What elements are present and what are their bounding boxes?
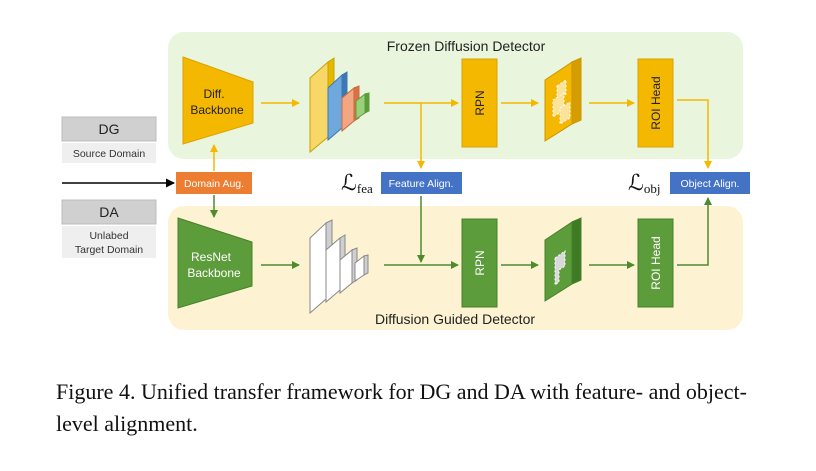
- bottom-roi-to-object-align: [677, 197, 712, 266]
- bottom-roi-head-label: ROI Head: [649, 236, 663, 289]
- resnet-backbone: [177, 217, 253, 309]
- object-loss-symbol: ℒobj: [628, 170, 660, 196]
- guided-detector-title: Diffusion Guided Detector: [375, 311, 535, 327]
- bottom-feature-pyramid: [309, 219, 369, 315]
- bottom-roi-head-box: [637, 218, 674, 308]
- bottom-rpn-box: [461, 218, 498, 308]
- da-label: DA: [99, 204, 119, 220]
- resnet-backbone-line1: ResNet: [191, 250, 232, 264]
- bottom-rpn-label: RPN: [473, 250, 487, 275]
- feature-align-label: Feature Align.: [389, 178, 454, 190]
- figure-caption: Figure 4. Unified transfer framework for…: [56, 379, 747, 436]
- top-roi-head-label: ROI Head: [649, 76, 663, 129]
- feature-align-box: [381, 172, 462, 194]
- domain-aug-label: Domain Aug.: [184, 178, 244, 190]
- diff-backbone-line1: Diff.: [203, 87, 224, 101]
- resnet-backbone-line2: Backbone: [187, 266, 241, 280]
- dg-label: DG: [99, 121, 120, 137]
- top-rpn-box: [461, 58, 498, 148]
- top-roi-to-object-align: [677, 99, 712, 169]
- dg-box: [61, 116, 157, 142]
- bottom-roi-feature-map: [544, 217, 582, 302]
- domain-aug-box: [176, 172, 252, 194]
- top-feature-pyramid: [309, 57, 370, 154]
- da-sublabel-line1: Unlabed: [89, 230, 128, 242]
- top-rpn-label: RPN: [473, 90, 487, 115]
- framework-diagram: Frozen Diffusion Detector Diffusion Guid…: [61, 32, 750, 330]
- da-box: [61, 199, 157, 225]
- top-roi-head-box: [637, 58, 674, 148]
- object-align-label: Object Align.: [681, 178, 740, 190]
- diff-backbone: [182, 56, 254, 145]
- frozen-detector-title: Frozen Diffusion Detector: [387, 38, 546, 54]
- da-sublabel-box: [62, 226, 156, 258]
- dg-sublabel: Source Domain: [73, 148, 146, 160]
- da-sublabel-line2: Target Domain: [75, 244, 143, 256]
- feature-loss-symbol: ℒfea: [341, 170, 373, 196]
- dg-sublabel-box: [62, 143, 156, 163]
- diff-backbone-line2: Backbone: [190, 103, 244, 117]
- object-align-box: [670, 172, 750, 194]
- top-roi-feature-map: [544, 57, 582, 142]
